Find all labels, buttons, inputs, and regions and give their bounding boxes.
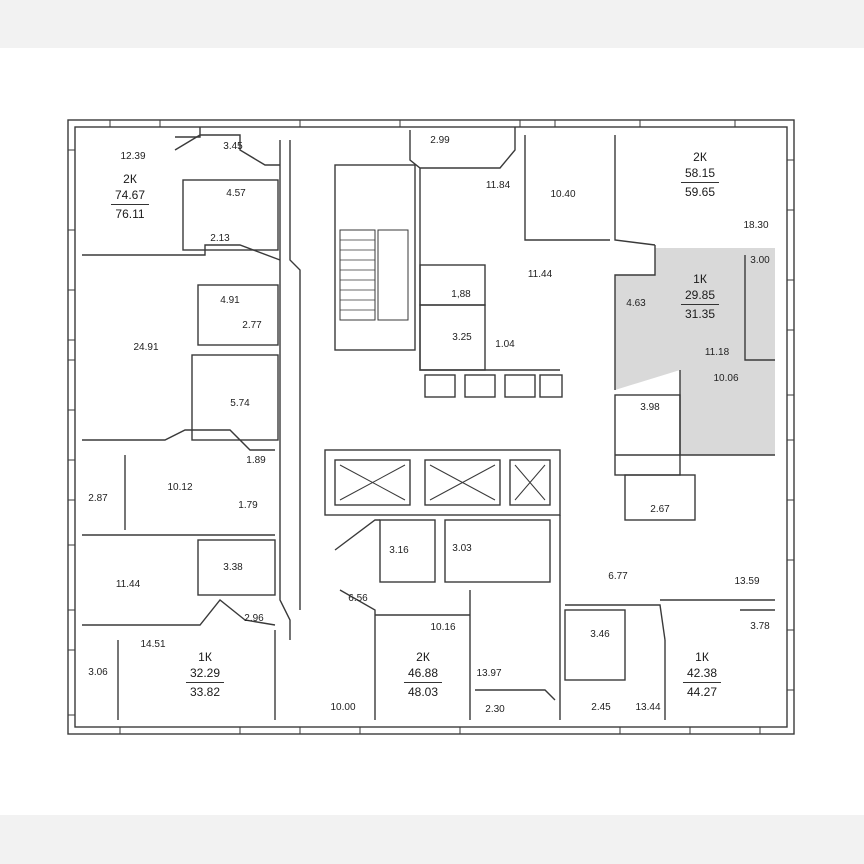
outer-wall-inner	[74, 126, 788, 728]
elevator-shaft	[424, 459, 501, 506]
wall	[614, 135, 656, 246]
bathroom-4	[197, 539, 276, 596]
corridor-wall	[279, 140, 291, 640]
bathroom-5	[419, 304, 486, 371]
shaft	[504, 374, 536, 398]
bathroom-11	[444, 519, 551, 583]
bathroom-7	[614, 394, 681, 476]
lobby	[324, 449, 561, 516]
wall	[419, 168, 560, 371]
top-margin-band	[0, 0, 864, 48]
shaft	[539, 374, 563, 398]
bathroom-8	[624, 474, 696, 521]
wall	[334, 519, 380, 551]
stair-flight	[377, 229, 409, 321]
wall	[565, 604, 666, 641]
corridor-wall	[289, 140, 301, 610]
shaft	[424, 374, 456, 398]
outer-wall	[67, 119, 795, 735]
elevator-x	[514, 464, 546, 501]
wall	[174, 134, 280, 166]
elevator-x	[339, 464, 406, 501]
wall	[82, 599, 276, 626]
shaft	[464, 374, 496, 398]
wall	[744, 255, 775, 361]
wall	[524, 135, 610, 241]
elevator-x	[429, 464, 496, 501]
elevator-shaft	[509, 459, 551, 506]
stair-lines	[340, 239, 375, 311]
bathroom-6	[419, 264, 486, 306]
bathroom-9	[564, 609, 626, 681]
bathroom-1	[182, 179, 279, 251]
wall	[175, 127, 201, 138]
elevator-shaft	[334, 459, 411, 506]
stair-flight	[339, 229, 376, 321]
highlighted-apartment	[615, 248, 775, 455]
bottom-margin-band	[0, 815, 864, 864]
bathroom-3	[191, 354, 279, 441]
windows	[68, 120, 794, 734]
wall	[82, 244, 281, 261]
stairwell	[334, 164, 416, 351]
bathroom-2	[197, 284, 279, 346]
wall	[409, 127, 516, 169]
wall	[614, 245, 656, 390]
wall	[339, 589, 376, 720]
wall	[82, 429, 275, 451]
wall	[475, 689, 556, 701]
bathroom-10	[379, 519, 436, 583]
